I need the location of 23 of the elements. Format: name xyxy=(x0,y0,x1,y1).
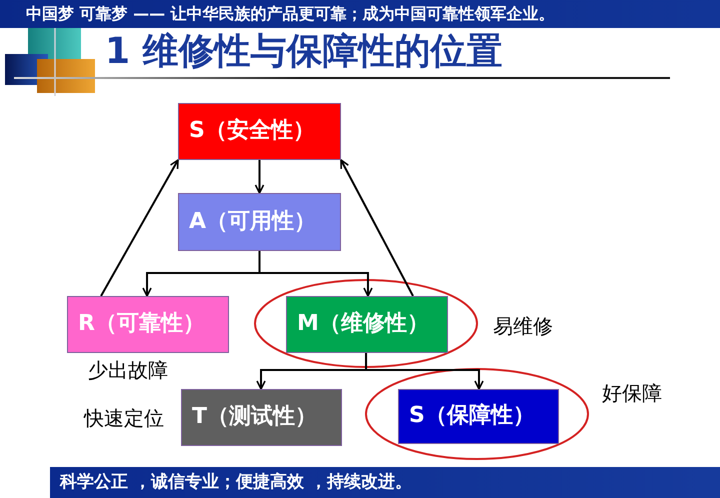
property-label: T（测试性） xyxy=(192,404,318,431)
property-box xyxy=(178,103,341,160)
node-note: 好保障 xyxy=(602,381,662,405)
slogan-text: 中国梦 可靠梦 —— 让中华民族的产品更可靠；成为中国可靠性领军企业。 xyxy=(26,4,555,24)
arrow xyxy=(100,159,179,296)
motto-text: 科学公正 ，诚信专业；便捷高效 ，持续改进。 xyxy=(60,472,412,493)
slide-title: 1 维修性与保障性的位置 xyxy=(105,31,503,73)
property-label: M（维修性） xyxy=(297,311,429,338)
property-box xyxy=(67,296,229,353)
arrow xyxy=(340,159,414,296)
property-box xyxy=(181,389,342,446)
arrow xyxy=(254,160,264,194)
property-label: R（可靠性） xyxy=(78,311,205,338)
property-box xyxy=(286,296,448,353)
node-note: 少出故障 xyxy=(88,358,168,382)
property-label: S（安全性） xyxy=(189,118,315,145)
property-label: A（可用性） xyxy=(189,208,316,236)
arrow xyxy=(365,353,484,390)
property-box xyxy=(398,389,559,444)
property-box xyxy=(178,193,341,251)
node-note: 易维修 xyxy=(493,314,553,338)
property-label: S（保障性） xyxy=(409,403,535,430)
node-note: 快速定位 xyxy=(84,406,164,430)
